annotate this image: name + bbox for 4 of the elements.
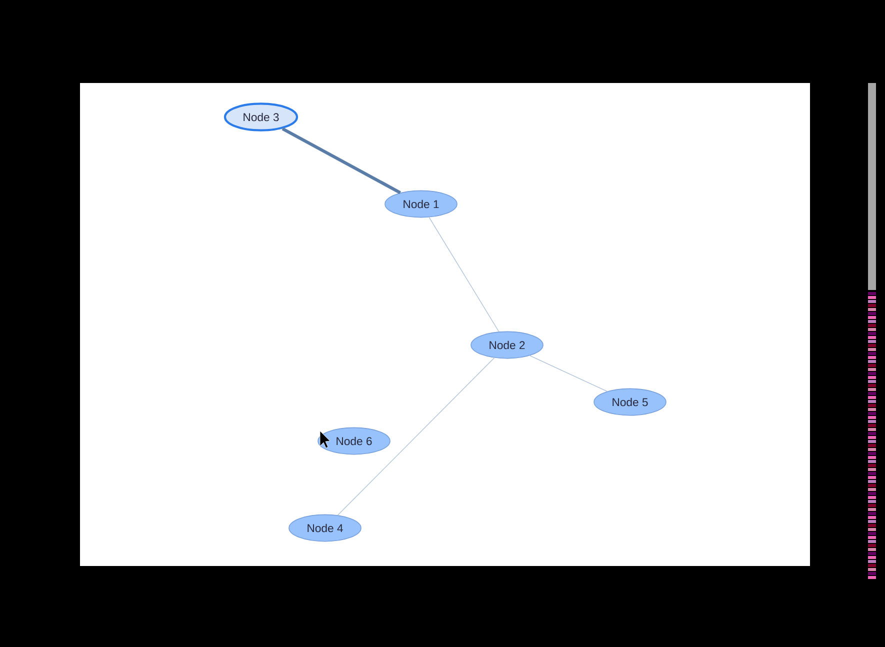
edge-line xyxy=(337,358,495,516)
edge-line xyxy=(282,127,402,194)
edge-line xyxy=(428,217,500,332)
edge-line xyxy=(530,355,608,392)
